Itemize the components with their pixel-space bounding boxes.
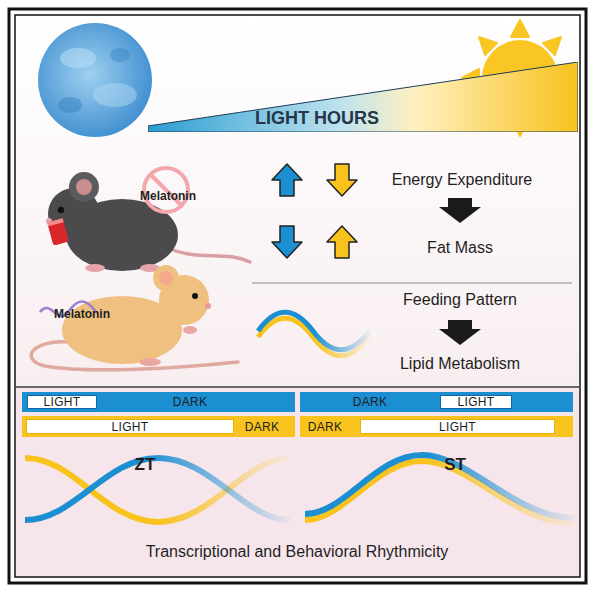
zt-wave-yellow — [25, 458, 290, 522]
phase-label: LIGHT — [439, 420, 476, 434]
time-axis-label: ZT — [135, 455, 156, 475]
melatonin-label: Melatonin — [140, 190, 196, 204]
outcome-label: Lipid Metabolism — [400, 355, 520, 373]
moon-patch — [58, 97, 82, 113]
decrease-arrow — [272, 226, 302, 258]
mouse-foot — [139, 358, 161, 366]
outer-frame — [9, 9, 586, 583]
light-mouse-nose — [205, 303, 211, 309]
inner-frame — [15, 15, 580, 577]
moon-patch — [110, 48, 130, 62]
phase-label: DARK — [353, 395, 388, 409]
feeding-wave-blue — [258, 312, 370, 350]
dark-mouse-ear — [69, 172, 99, 202]
melatonin-label: Melatonin — [54, 308, 110, 322]
light-mouse-ear — [153, 265, 179, 291]
red-can-rim — [47, 218, 63, 226]
light-phase-box: LIGHT — [26, 419, 234, 434]
phase-label: LIGHT — [458, 395, 495, 409]
flow-arrow — [439, 198, 481, 223]
moon — [38, 23, 152, 137]
moon-patch — [93, 83, 137, 107]
outcome-label: Energy Expenditure — [392, 171, 533, 189]
footer-label: Transcriptional and Behavioral Rhythmici… — [146, 543, 449, 561]
photoperiod-bar: DARK LIGHT — [300, 392, 573, 412]
outcome-label: Feeding Pattern — [403, 291, 517, 309]
increase-arrow — [272, 164, 302, 196]
red-can — [47, 218, 69, 245]
light-phase-box: LIGHT — [360, 419, 555, 434]
zt-wave-blue — [25, 458, 290, 520]
outcome-label: Fat Mass — [427, 239, 493, 257]
section-divider — [252, 283, 572, 284]
st-wave-blue — [305, 455, 575, 518]
dark-mouse-eye — [58, 207, 64, 213]
top-panel — [16, 16, 579, 386]
light-mouse-ear-inner — [159, 271, 173, 285]
wedge-fill — [148, 62, 578, 132]
phase-label: DARK — [173, 395, 208, 409]
mouse-foot — [85, 264, 105, 272]
photoperiod-bar: DARK LIGHT — [22, 416, 295, 437]
light-mouse-eye — [192, 293, 198, 299]
decrease-arrow — [327, 164, 357, 196]
moon-patch — [60, 48, 96, 68]
panel-divider — [16, 386, 579, 388]
mouse-tail — [168, 248, 250, 262]
light-hours-wedge: LIGHT HOURS — [148, 62, 578, 132]
dark-mouse-ear-inner — [76, 179, 92, 195]
light-phase-box: LIGHT — [440, 395, 512, 409]
feeding-wave-yellow — [258, 318, 370, 356]
mouse-paw — [183, 326, 197, 334]
bottom-panel — [16, 388, 579, 576]
phase-label: DARK — [308, 420, 343, 434]
increase-arrow — [327, 226, 357, 258]
photoperiod-bar: DARK LIGHT — [300, 416, 573, 437]
flow-arrow — [439, 320, 481, 345]
phase-label: LIGHT — [112, 420, 149, 434]
light-phase-box: LIGHT — [27, 395, 97, 409]
phase-label: DARK — [245, 420, 280, 434]
phase-label: LIGHT — [44, 395, 81, 409]
st-wave-yellow — [305, 461, 575, 524]
photoperiod-bar: DARK LIGHT — [22, 392, 295, 412]
time-axis-label: ST — [444, 455, 466, 475]
wedge-label: LIGHT HOURS — [255, 108, 379, 129]
sun-ray — [511, 20, 529, 37]
